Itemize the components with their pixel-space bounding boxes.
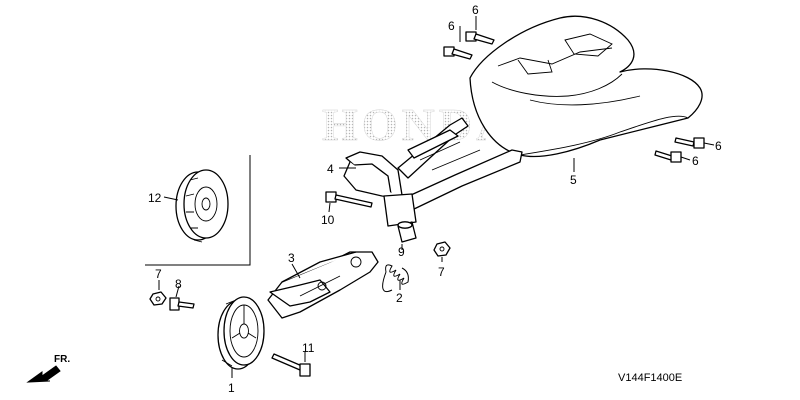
- callout-6-right-upper: 6: [715, 139, 722, 153]
- bolt-part-10[interactable]: [325, 191, 373, 208]
- nut-part-7-right[interactable]: [433, 241, 451, 257]
- callout-7-left: 7: [155, 267, 162, 281]
- front-direction-label: FR.: [54, 354, 70, 365]
- bolt-part-6-top-b[interactable]: [465, 31, 495, 45]
- callout-6-right-lower: 6: [692, 154, 699, 168]
- diagram-code: V144F1400E: [618, 372, 682, 384]
- collar-part-9[interactable]: [397, 221, 417, 243]
- bolt-part-11[interactable]: [271, 353, 311, 377]
- rear-wheel-part-1[interactable]: [217, 296, 265, 370]
- callout-7-right: 7: [438, 265, 445, 279]
- nut-part-7-left[interactable]: [149, 291, 167, 306]
- wheel-variant-part-12[interactable]: [175, 169, 229, 243]
- callout-8: 8: [175, 277, 182, 291]
- front-arrow-icon: [26, 365, 61, 383]
- bolt-part-6-right-a[interactable]: [674, 137, 705, 149]
- bolt-part-6-right-b[interactable]: [654, 150, 682, 163]
- callout-3: 3: [288, 251, 295, 265]
- handle-bracket-part-4[interactable]: [343, 117, 523, 227]
- callout-5: 5: [570, 173, 577, 187]
- callout-11: 11: [302, 341, 315, 355]
- bolt-part-6-top-a[interactable]: [443, 46, 473, 60]
- callout-9: 9: [398, 245, 405, 259]
- callout-4: 4: [327, 162, 334, 176]
- bolt-part-8[interactable]: [169, 297, 195, 311]
- rear-cover-part-5[interactable]: [469, 15, 703, 158]
- callout-2: 2: [396, 291, 403, 305]
- callout-1: 1: [228, 381, 235, 395]
- wheel-arm-part-3[interactable]: [267, 251, 379, 319]
- callout-6-top-right: 6: [472, 3, 479, 17]
- alt-wheel-inset-frame: [145, 155, 251, 266]
- spring-part-2[interactable]: [382, 264, 409, 293]
- callout-6-top-left: 6: [448, 19, 455, 33]
- callout-12: 12: [148, 191, 162, 205]
- leader-lines: [158, 16, 715, 378]
- front-direction-indicator: FR.: [26, 354, 70, 383]
- callout-10: 10: [321, 213, 335, 227]
- callout-labels: 1 2 3 4 5 6 6 6 6 7 7 8 9 10 11 12: [148, 3, 722, 395]
